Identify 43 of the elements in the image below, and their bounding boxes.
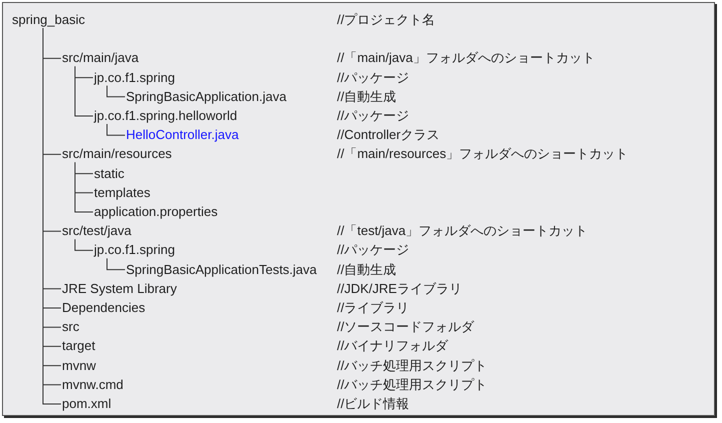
tree-entry: application.properties [94, 204, 218, 220]
tree-entry: SpringBasicApplication.java [126, 88, 286, 105]
tree-entry: SpringBasicApplicationTests.java [126, 262, 317, 278]
comment-text: //自動生成 [337, 262, 396, 278]
comment-text: //「main/resources」フォルダへのショートカット [337, 146, 628, 162]
tree-entry: static [94, 166, 124, 182]
tree-connector [74, 162, 94, 212]
tree-entry: src/test/java [62, 223, 132, 240]
tree-connector [106, 124, 126, 136]
tree-entry: target [62, 338, 96, 354]
tree-entry: HelloController.java [126, 127, 239, 144]
tree-entry: templates [94, 184, 150, 201]
tree-entry: jp.co.f1.spring [94, 70, 175, 86]
comment-text: //自動生成 [337, 88, 396, 105]
tree-entry: pom.xml [62, 396, 112, 412]
comment-text: //ビルド情報 [337, 396, 410, 412]
tree-connector [74, 66, 94, 116]
comment-text: //パッケージ [337, 70, 410, 86]
tree-entry: Dependencies [62, 300, 146, 316]
tree-entry: spring_basic [12, 12, 85, 28]
comment-text: //「main/java」フォルダへのショートカット [337, 50, 595, 66]
comment-text: //パッケージ [337, 242, 410, 258]
comment-text: //バイナリフォルダ [337, 338, 448, 354]
tree-connector [106, 85, 126, 98]
comment-text: //Controllerクラス [337, 127, 440, 144]
comment-text: //バッチ処理用スクリプト [337, 376, 488, 393]
comment-text: //プロジェクト名 [337, 12, 436, 28]
comment-text: //「test/java」フォルダへのショートカット [337, 223, 588, 240]
tree-connector [74, 238, 94, 251]
tree-entry: JRE System Library [62, 280, 177, 297]
tree-entry: jp.co.f1.spring.helloworld [94, 108, 238, 124]
tree-connector [106, 258, 126, 270]
tree-entry: mvnw.cmd [62, 376, 124, 393]
tree-entry: src/main/resources [62, 146, 172, 162]
comment-text: //バッチ処理用スクリプト [337, 358, 488, 374]
comment-text: //パッケージ [337, 108, 410, 124]
tree-entry: src/main/java [62, 50, 139, 66]
comment-text: //ライブラリ [337, 300, 410, 316]
comment-text: //ソースコードフォルダ [337, 319, 474, 336]
comment-text: //JDK/JREライブラリ [337, 280, 462, 297]
tree-entry: src [62, 319, 80, 336]
tree-entry: mvnw [62, 358, 96, 374]
tree-entry: jp.co.f1.spring [94, 242, 175, 258]
